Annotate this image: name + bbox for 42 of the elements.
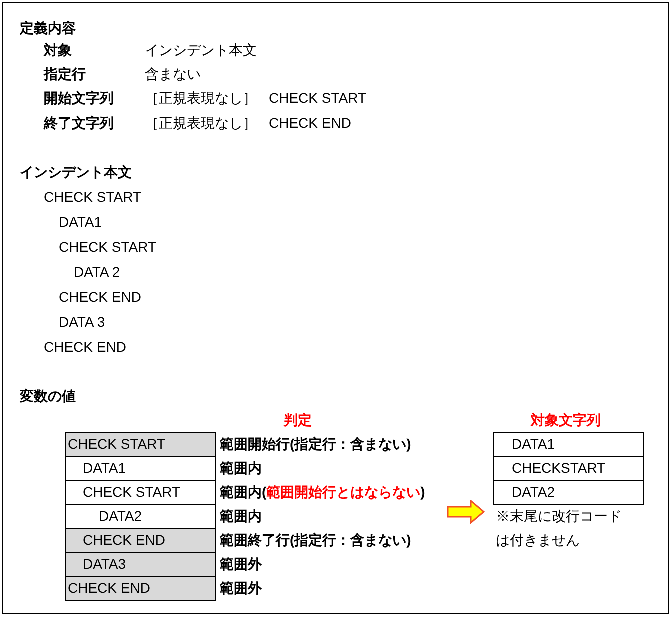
field-value: CHECK END <box>269 114 352 133</box>
field-value: ［正規表現なし］ <box>145 114 257 133</box>
text-line: CHECK END <box>44 338 126 357</box>
note-text: ※末尾に改行コードは付きません <box>496 507 623 550</box>
table-cell: CHECK END <box>65 528 216 553</box>
text-line: DATA 2 <box>74 263 120 282</box>
judgement-text: 範囲開始行(指定行：含まない) <box>220 435 412 454</box>
section-heading: インシデント本文 <box>20 163 132 182</box>
field-value: インシデント本文 <box>145 41 257 60</box>
column-heading: 対象文字列 <box>531 411 601 430</box>
field-label: 指定行 <box>44 65 86 84</box>
column-heading: 判定 <box>284 411 312 430</box>
judgement-text: 範囲開始行とはならない <box>266 484 421 500</box>
section-heading: 定義内容 <box>20 19 76 38</box>
table-cell: DATA2 <box>493 480 644 505</box>
table-cell: CHECK START <box>65 432 216 457</box>
field-label: 開始文字列 <box>44 89 114 108</box>
field-value: ［正規表現なし］ <box>145 89 257 108</box>
table-cell: DATA2 <box>65 504 216 529</box>
text-line: CHECK START <box>44 188 142 207</box>
table-cell: CHECK START <box>65 480 216 505</box>
field-label: 対象 <box>44 41 72 60</box>
text-line: DATA 3 <box>59 313 106 332</box>
judgement-text: 範囲外 <box>220 579 262 598</box>
field-label: 終了文字列 <box>44 114 114 133</box>
table-cell: CHECK END <box>65 576 216 601</box>
field-value: 含まない <box>145 65 201 84</box>
table-cell: DATA3 <box>65 552 216 577</box>
judgement-text: 範囲内( <box>220 484 267 500</box>
table-cell: DATA1 <box>493 432 644 457</box>
table-cell: DATA1 <box>65 456 216 481</box>
judgement-text: 範囲内 <box>220 459 262 478</box>
judgement-text: 範囲終了行(指定行：含まない) <box>220 531 412 550</box>
section-heading: 変数の値 <box>20 387 76 406</box>
judgement-text: ) <box>420 484 426 500</box>
text-line: CHECK END <box>59 288 142 307</box>
text-line: CHECK START <box>59 238 156 257</box>
table-cell: CHECKSTART <box>493 456 644 481</box>
judgement-text: 範囲内 <box>220 507 262 526</box>
field-value: CHECK START <box>269 89 366 108</box>
text-line: DATA1 <box>59 213 102 232</box>
judgement-text: 範囲外 <box>220 555 262 574</box>
